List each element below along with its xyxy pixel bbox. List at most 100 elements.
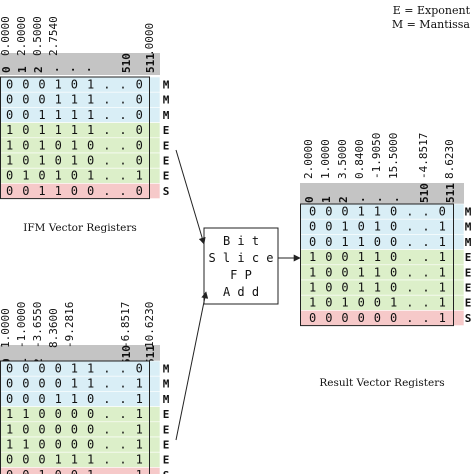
bit-cell: 0	[374, 311, 381, 325]
bit-cell: .	[119, 362, 126, 376]
bit-cell: 0	[136, 93, 143, 107]
bit-row-tag: E	[465, 251, 472, 264]
register-value-label: -6.8517	[119, 302, 132, 348]
bit-cell: 1	[439, 311, 446, 325]
bit-cell: 0	[309, 235, 316, 249]
bit-cell: .	[103, 138, 110, 152]
bit-cell: 0	[55, 438, 62, 452]
bit-cell: 0	[341, 311, 348, 325]
bit-cell: 1	[71, 154, 78, 168]
bit-row-tag: M	[163, 393, 170, 406]
bit-cell: 0	[136, 154, 143, 168]
bit-row-tag: M	[163, 109, 170, 122]
bit-cell: 1	[38, 138, 45, 152]
register-index-label: .	[354, 196, 367, 203]
bit-row-tag: M	[163, 79, 170, 92]
bit-cell: .	[103, 123, 110, 137]
bit-cell: 1	[71, 392, 78, 406]
register-index-label: 0	[303, 196, 316, 203]
bit-cell: 0	[55, 362, 62, 376]
register-block-outline	[300, 203, 454, 327]
bit-cell: 1	[55, 184, 62, 198]
bit-cell: .	[406, 311, 413, 325]
bit-cell: 1	[55, 453, 62, 467]
bit-cell: 0	[38, 438, 45, 452]
bit-row-tag: M	[163, 363, 170, 376]
bit-cell: .	[406, 235, 413, 249]
bit-cell: 0	[6, 392, 13, 406]
bit-cell: 0	[358, 220, 365, 234]
legend-mantissa: M = Mantissa	[392, 18, 471, 31]
bit-cell: .	[119, 93, 126, 107]
center-box-line-1: B i t	[223, 234, 259, 248]
bit-cell: 0	[22, 362, 29, 376]
bit-cell: .	[103, 422, 110, 436]
bit-cell: 1	[38, 123, 45, 137]
bit-cell: .	[103, 438, 110, 452]
bit-cell: 1	[136, 377, 143, 391]
register-value-label: 1.0000	[0, 308, 12, 348]
bit-cell: 1	[374, 265, 381, 279]
bit-cell: 1	[55, 169, 62, 183]
bit-cell: 1	[309, 296, 316, 310]
bit-cell: 0	[87, 438, 94, 452]
bit-cell: 0	[87, 154, 94, 168]
bit-cell: .	[406, 220, 413, 234]
register-value-label: 8.3600	[47, 308, 60, 348]
bit-cell: .	[103, 93, 110, 107]
register-value-label: 3.5000	[336, 139, 349, 179]
bit-cell: .	[406, 250, 413, 264]
register-value-label: 0.8400	[353, 139, 366, 179]
panel-caption: Result Vector Registers	[319, 377, 444, 389]
bit-row-tag: M	[465, 221, 472, 234]
bit-cell: 1	[71, 138, 78, 152]
bit-cell: 1	[22, 169, 29, 183]
register-value-label: .0000	[143, 23, 156, 56]
register-index-label: 511	[144, 53, 157, 73]
bit-cell: 0	[22, 154, 29, 168]
bit-cell: 1	[136, 169, 143, 183]
bit-cell: 1	[136, 407, 143, 421]
legend-exponent: E = Exponent	[393, 4, 471, 17]
bit-cell: 0	[309, 205, 316, 219]
bit-cell: 0	[55, 138, 62, 152]
bit-cell: 0	[325, 265, 332, 279]
bit-cell: 1	[87, 377, 94, 391]
bit-cell: 0	[87, 138, 94, 152]
bit-cell: 0	[71, 438, 78, 452]
register-index-label: 0	[0, 66, 13, 73]
bit-cell: 1	[136, 422, 143, 436]
bit-cell: 0	[6, 93, 13, 107]
register-value-label: -1.0000	[15, 302, 28, 348]
bit-cell: .	[103, 169, 110, 183]
bit-cell: .	[119, 169, 126, 183]
bit-cell: .	[422, 296, 429, 310]
bit-cell: 0	[87, 422, 94, 436]
bit-cell: 1	[55, 123, 62, 137]
bit-row-tag: S	[465, 312, 472, 325]
center-box-line-2: S l i c e	[208, 251, 273, 265]
bit-cell: .	[119, 453, 126, 467]
bit-cell: 0	[6, 468, 13, 474]
bit-cell: .	[422, 235, 429, 249]
bit-cell: .	[119, 154, 126, 168]
bit-cell: 1	[71, 123, 78, 137]
bit-cell: 0	[136, 362, 143, 376]
bit-cell: 1	[309, 265, 316, 279]
bit-cell: 0	[22, 377, 29, 391]
bit-cell: 0	[6, 78, 13, 92]
bit-cell: 0	[55, 377, 62, 391]
bit-cell: 0	[71, 169, 78, 183]
index-row-bg	[300, 183, 464, 205]
bit-cell: .	[119, 184, 126, 198]
bit-cell: 0	[22, 78, 29, 92]
register-value-label: 15.5000	[387, 133, 400, 179]
bit-cell: 0	[55, 407, 62, 421]
bit-cell: 0	[325, 311, 332, 325]
bit-slice-fp-add-box	[203, 227, 279, 305]
bit-cell: 0	[87, 184, 94, 198]
bit-cell: 0	[136, 78, 143, 92]
bit-cell: 0	[22, 93, 29, 107]
bit-cell: 1	[71, 93, 78, 107]
bit-cell: 0	[325, 235, 332, 249]
